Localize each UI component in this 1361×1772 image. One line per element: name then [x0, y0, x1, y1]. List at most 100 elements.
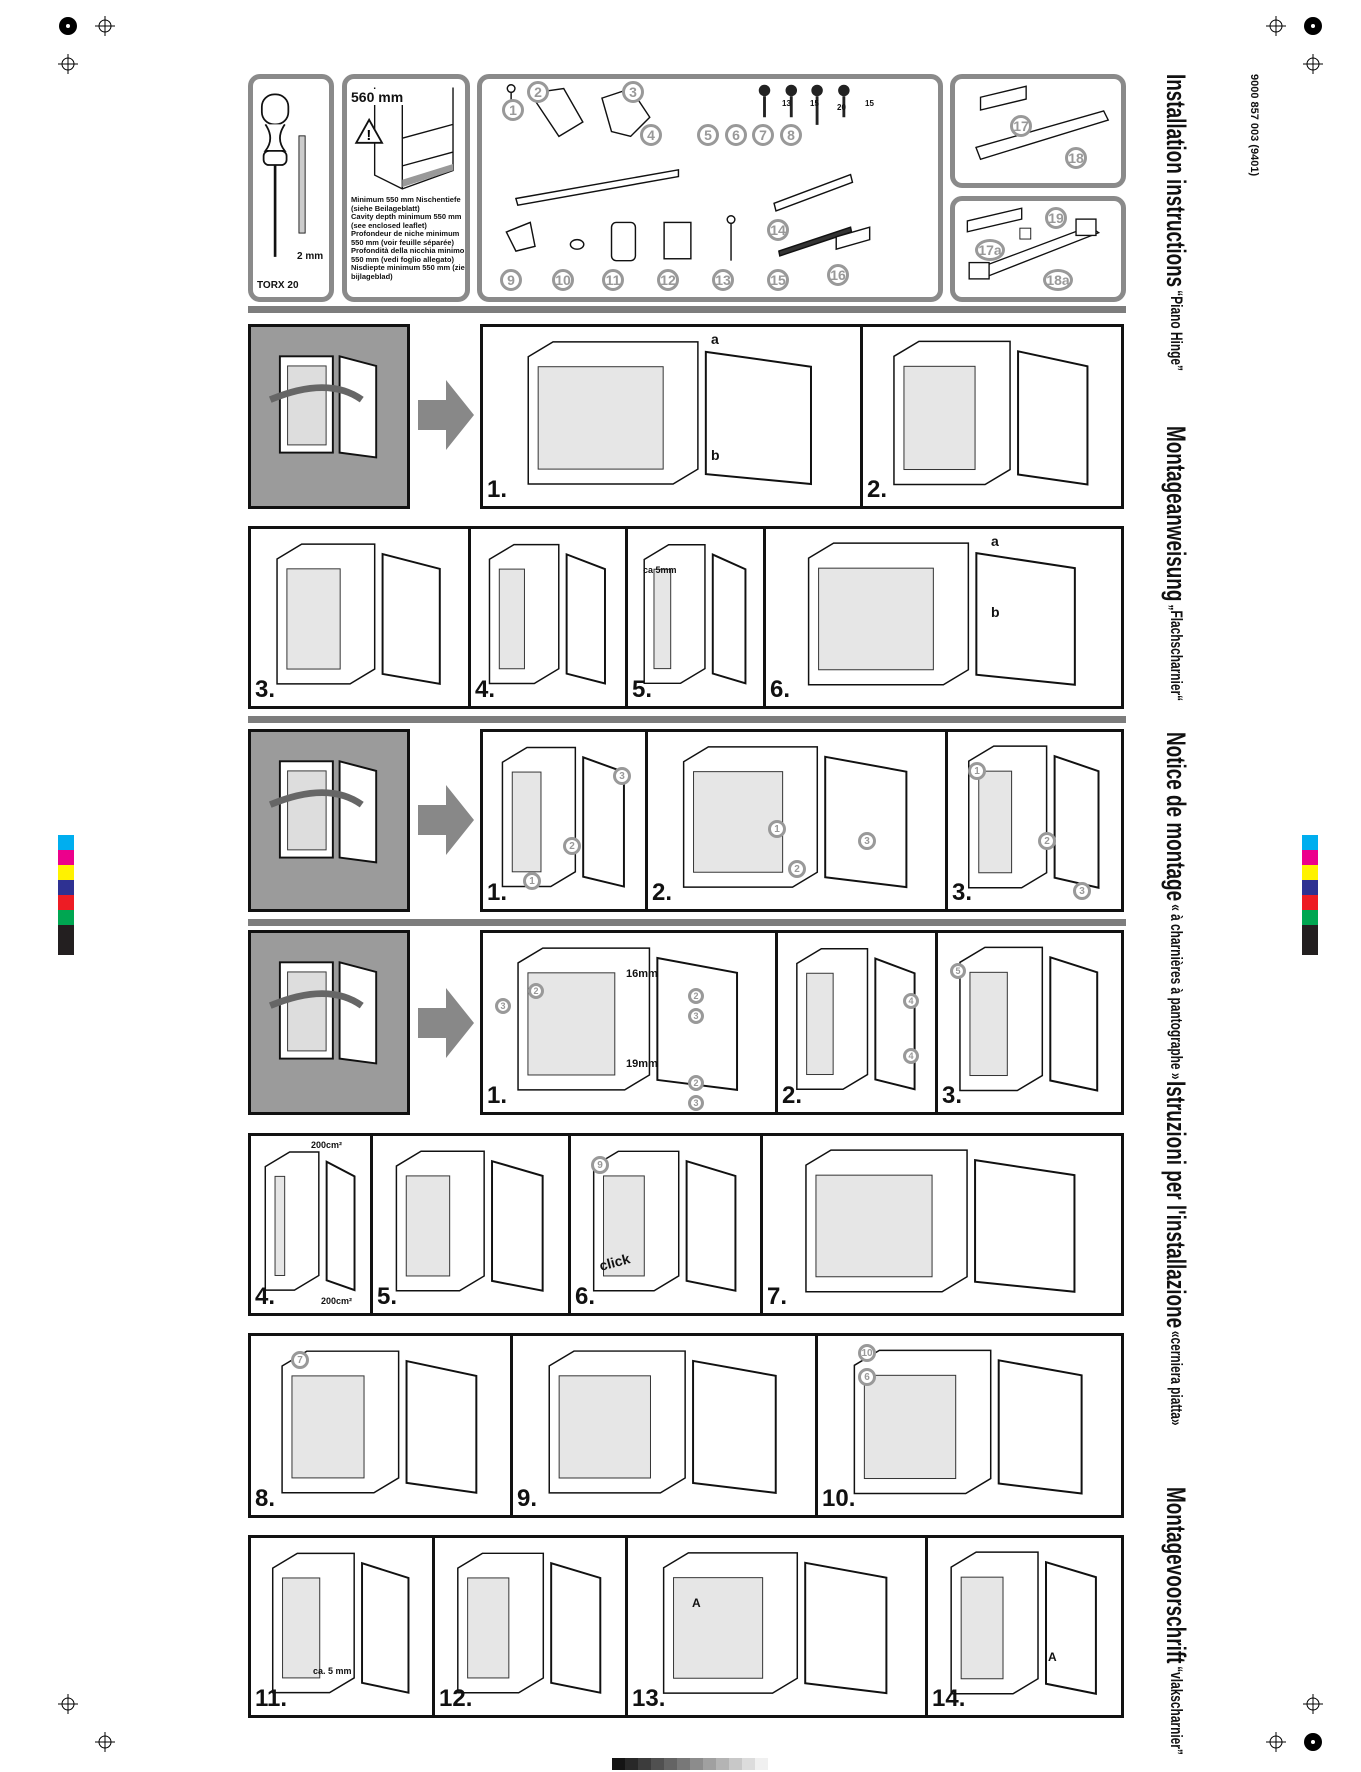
svg-text:!: ! — [366, 128, 371, 144]
registration-mark-icon — [58, 16, 115, 74]
step-panel: 7. — [763, 1136, 1121, 1313]
step-number: 4. — [475, 676, 496, 703]
step-illustration — [959, 946, 1099, 1092]
section-divider — [248, 306, 1126, 313]
kit-b-box: 17a 18a 19 — [950, 196, 1126, 302]
row-4-steps: 1. 16mm 19mm 2 3 2 3 2 3 2. 4 4 3. 5 — [480, 930, 1124, 1115]
color-swatch — [58, 925, 74, 940]
step-illustration — [968, 745, 1100, 890]
cavity-note: Cavity depth minimum 550 mm (see enclose… — [351, 212, 462, 230]
gray-swatch — [638, 1758, 651, 1770]
step-panel: 5. — [373, 1136, 571, 1313]
color-swatch — [58, 865, 74, 880]
color-swatch — [1302, 940, 1318, 955]
part-callout: 2 — [688, 988, 704, 1004]
part-callout: 4 — [903, 993, 919, 1009]
step-number: 2. — [652, 879, 673, 906]
section-divider — [248, 716, 1126, 723]
step-number: 2. — [867, 476, 888, 503]
color-calibration-bar-right — [1302, 835, 1318, 955]
color-swatch — [1302, 865, 1318, 880]
arrow-right-icon — [418, 988, 474, 1058]
parts-illustration — [505, 84, 871, 262]
title-group-en: Installation instructions “Piano Hinge” — [1160, 74, 1191, 371]
subtitle: “vlakscharnier” — [1167, 1666, 1186, 1756]
step-illustration — [488, 543, 606, 685]
built-in-overview — [248, 930, 410, 1115]
arrow-right-icon — [418, 785, 474, 855]
step-panel: 3. 5 — [938, 933, 1121, 1112]
gray-swatch — [664, 1758, 677, 1770]
row-6-steps: 8. 7 9. 10. 10 6 — [248, 1333, 1124, 1518]
registration-mark-icon — [1266, 16, 1323, 74]
step-number: 1. — [487, 879, 508, 906]
gray-swatch — [742, 1758, 755, 1770]
step-illustration — [264, 1151, 356, 1292]
part-callout: 18 — [1065, 147, 1087, 169]
color-swatch — [1302, 835, 1318, 850]
title: Montagevoorschrift — [1161, 1487, 1191, 1664]
part-callout: 9 — [591, 1156, 609, 1174]
step-illustration — [457, 1552, 602, 1694]
step-number: 13. — [632, 1685, 666, 1712]
step-number: 4. — [255, 1283, 276, 1310]
part-callout: 1 — [523, 872, 541, 890]
section-divider — [248, 919, 1126, 926]
row-1-steps: 1. a b 2. — [480, 324, 1124, 509]
part-callout: 5 — [950, 963, 966, 979]
step-panel: 1. 3 2 1 — [483, 732, 648, 909]
step-panel: 11. ca. 5 mm — [251, 1538, 435, 1715]
part-callout: 8 — [780, 124, 802, 146]
part-callout: 2 — [788, 860, 806, 878]
subtitle: “Piano Hinge” — [1167, 290, 1186, 371]
step-illustration — [643, 544, 747, 685]
step-panel: 2. 1 3 2 — [648, 732, 948, 909]
part-callout: 7 — [291, 1351, 309, 1369]
gray-swatch — [716, 1758, 729, 1770]
step-panel: 3. 1 2 3 — [948, 732, 1121, 909]
step-illustration — [592, 1150, 737, 1292]
part-callout: 3 — [613, 767, 631, 785]
screw-length: 15 — [810, 99, 819, 108]
part-callout: 3 — [688, 1095, 704, 1111]
step-illustration — [548, 1350, 777, 1494]
overview-illustration — [268, 760, 378, 864]
subtitle: «cerniera piatta» — [1167, 1331, 1186, 1426]
step-panel: 4. 200cm² 200cm² — [251, 1136, 373, 1313]
part-callout: 14 — [767, 219, 789, 241]
step-panel: 4. — [471, 529, 628, 706]
step-panel: 8. 7 — [251, 1336, 513, 1515]
subtitle: « à charnières à pantographe » — [1167, 904, 1186, 1080]
color-swatch — [58, 910, 74, 925]
part-callout: 15 — [767, 269, 789, 291]
step-illustration — [501, 746, 625, 888]
part-callout: 17 — [1010, 115, 1032, 137]
step-number: 1. — [487, 476, 508, 503]
detail-label: a — [711, 331, 719, 347]
drill-label: 2 mm — [297, 251, 324, 262]
subtitle: „Flachscharnier“ — [1167, 604, 1186, 702]
step-illustration — [395, 1150, 544, 1292]
detail-label: b — [991, 604, 1000, 620]
step-illustration — [796, 947, 916, 1091]
step-panel: 13. A — [628, 1538, 928, 1715]
screwdriver-label: TORX 20 — [257, 280, 299, 291]
step-illustration — [281, 1350, 478, 1494]
step-illustration — [517, 947, 739, 1091]
cavity-note: Minimum 550 mm Nischentiefe (siehe Beila… — [351, 195, 461, 213]
gray-swatch — [625, 1758, 638, 1770]
step-number: 10. — [822, 1485, 856, 1512]
detail-label: a — [991, 533, 999, 549]
gray-swatch — [729, 1758, 742, 1770]
part-callout: 2 — [1038, 832, 1056, 850]
step-panel: 2. — [863, 327, 1121, 506]
color-swatch — [58, 895, 74, 910]
step-number: 2. — [782, 1082, 803, 1109]
measure-label: 19mm — [626, 1058, 658, 1070]
gray-swatch — [651, 1758, 664, 1770]
color-swatch — [1302, 850, 1318, 865]
pantograph-overview — [248, 729, 410, 912]
step-panel: 12. — [435, 1538, 628, 1715]
cavity-note: Profondità della nicchia minimo 550 mm (… — [351, 246, 465, 264]
part-callout: 19 — [1045, 207, 1067, 229]
